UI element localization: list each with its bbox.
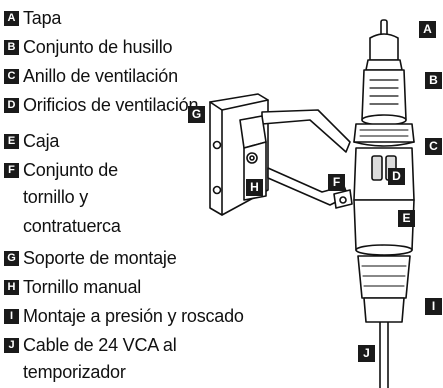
legend-badge: B [4,40,19,55]
callout-a: A [419,21,436,38]
callout-i: I [425,298,442,315]
housing [353,199,415,256]
legend-label: Tornillo manual [23,277,142,297]
spindle-assembly [361,69,407,126]
threaded-mount [357,255,411,323]
cap [365,19,403,71]
legend-item-c: C Anillo de ventilación [4,66,178,87]
legend-label: Soporte de montaje [23,248,177,268]
legend-item-j: J Cable de 24 VCA al [4,335,177,356]
legend-item-b: B Conjunto de husillo [4,37,173,58]
legend-label: Montaje a presión y roscado [23,306,244,326]
mounting-bracket [209,93,353,216]
callout-c: C [425,138,442,155]
legend-badge: H [4,280,19,295]
legend-label: Tapa [23,8,62,28]
legend-item-h: H Tornillo manual [4,277,141,298]
legend-badge: J [4,338,19,353]
legend-label: Caja [23,131,60,151]
callout-j: J [358,345,375,362]
legend-label: Cable de 24 VCA al [23,335,177,355]
callout-e: E [398,210,415,227]
legend-label: Conjunto de [23,160,118,180]
vent-holes [353,147,415,201]
legend-item-i: I Montaje a presión y roscado [4,306,244,327]
legend-label-continued: temporizador [23,362,126,382]
callout-b: B [425,72,442,89]
legend-label: Orificios de ventilación [23,95,199,115]
legend-label-continued: tornillo y [23,187,89,207]
legend-item-e: E Caja [4,131,59,152]
legend-label: Conjunto de husillo [23,37,173,57]
legend-label: Anillo de ventilación [23,66,178,86]
legend-label-continued: contratuerca [23,216,121,236]
legend-badge: F [4,163,19,178]
callout-d: D [388,168,405,185]
legend-badge: A [4,11,19,26]
cable [379,321,389,388]
legend-item-f: F Conjunto de [4,160,118,181]
legend-item-g: G Soporte de montaje [4,248,177,269]
callout-h: H [246,179,263,196]
legend-badge: I [4,309,19,324]
legend-badge: G [4,251,19,266]
callout-f: F [328,174,345,191]
callout-g: G [188,106,205,123]
legend-item-d: D Orificios de ventilación [4,95,198,116]
legend-badge: E [4,134,19,149]
legend-item-a: A Tapa [4,8,61,29]
legend-badge: C [4,69,19,84]
vent-ring [353,123,415,147]
legend-badge: D [4,98,19,113]
